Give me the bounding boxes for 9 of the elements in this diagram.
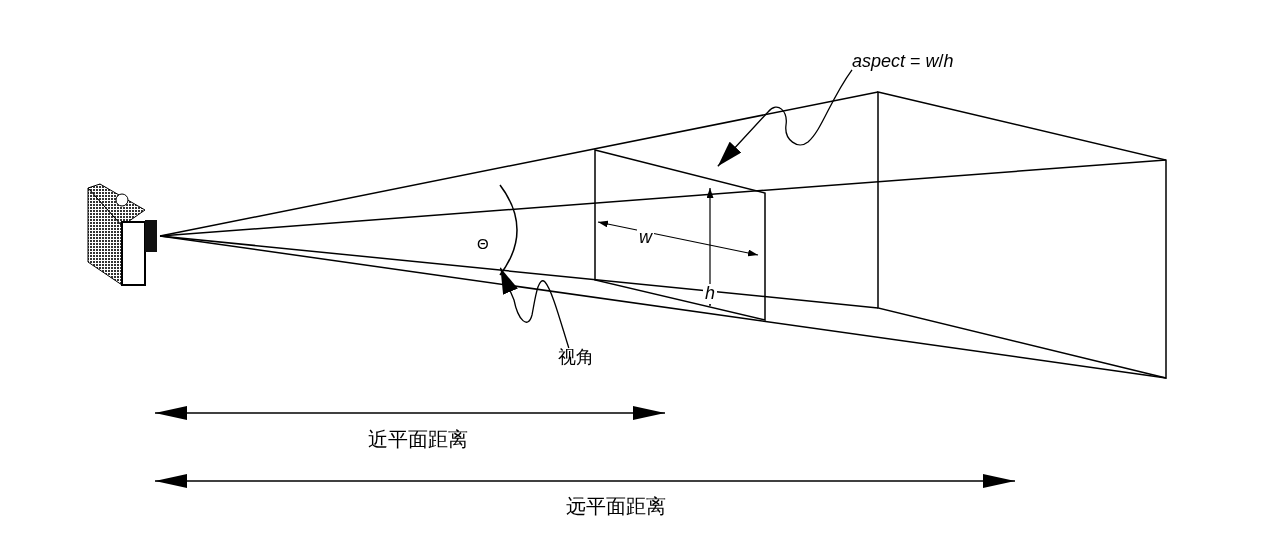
leader-line [499,267,570,349]
leader-line [717,69,853,167]
near-plane [594,149,766,321]
dimension-label: 远平面距离 [566,495,666,517]
angle-symbol: Θ [477,236,489,253]
callout-label: 视角 [558,348,594,368]
dimension-label: 近平面距离 [368,428,468,450]
callout-label: aspect = w/h [852,52,954,72]
dimension-label: h [703,284,717,304]
